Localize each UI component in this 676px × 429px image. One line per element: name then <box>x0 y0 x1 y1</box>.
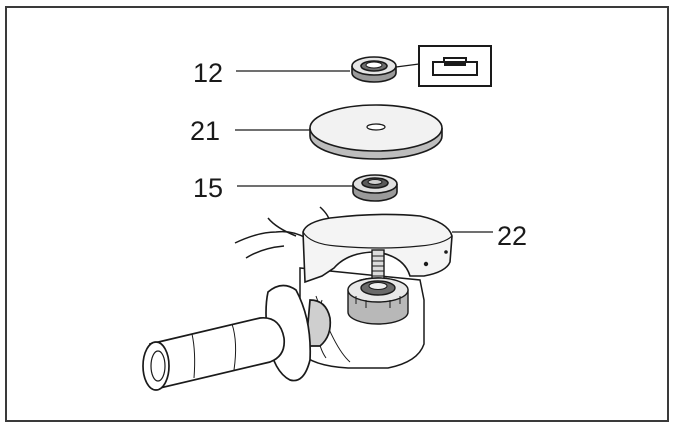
part-label-15: 15 <box>193 173 223 203</box>
part-label-22: 22 <box>497 221 527 251</box>
lock-nut-12 <box>351 56 397 83</box>
spindle <box>347 249 409 325</box>
wheel-guard-22 <box>302 213 453 284</box>
leader-lines <box>235 70 493 233</box>
part-label-21: 21 <box>190 116 220 146</box>
grinding-disc-21 <box>309 104 443 160</box>
side-handle <box>142 284 332 391</box>
part-label-12: 12 <box>193 58 223 88</box>
inner-flange-15 <box>352 174 398 202</box>
nut-profile-callout <box>418 45 492 87</box>
